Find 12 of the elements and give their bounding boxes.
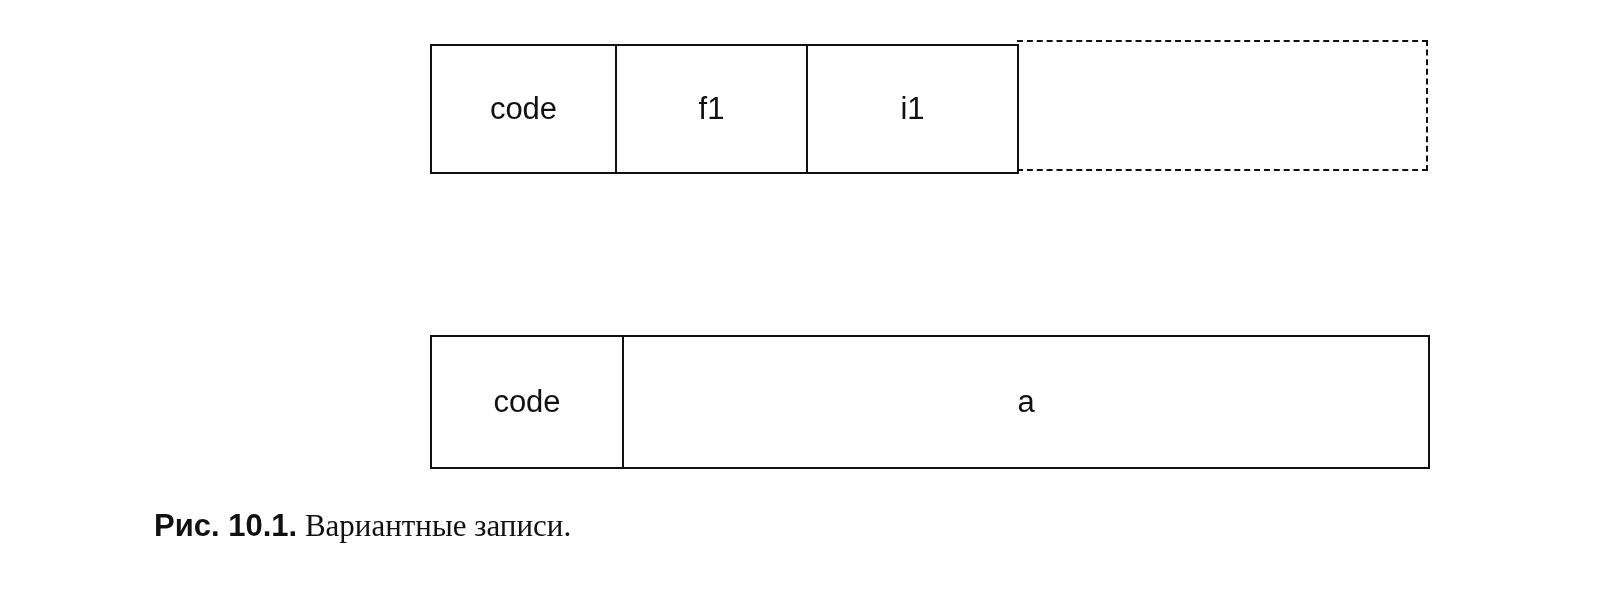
record-field-box [430, 335, 624, 469]
field-name: i1 [900, 91, 925, 127]
record-field-box [615, 44, 808, 174]
field-name: f1 [698, 91, 725, 127]
field-name: code [489, 91, 558, 127]
record-field-box [622, 335, 1430, 469]
empty-field-box [1017, 40, 1428, 171]
figure-caption: Рис. 10.1. Вариантные записи. [154, 508, 572, 544]
record-field-box [806, 44, 1019, 174]
field-name: a [1017, 384, 1035, 420]
field-name: code [493, 384, 561, 420]
record-field-box [430, 44, 617, 174]
